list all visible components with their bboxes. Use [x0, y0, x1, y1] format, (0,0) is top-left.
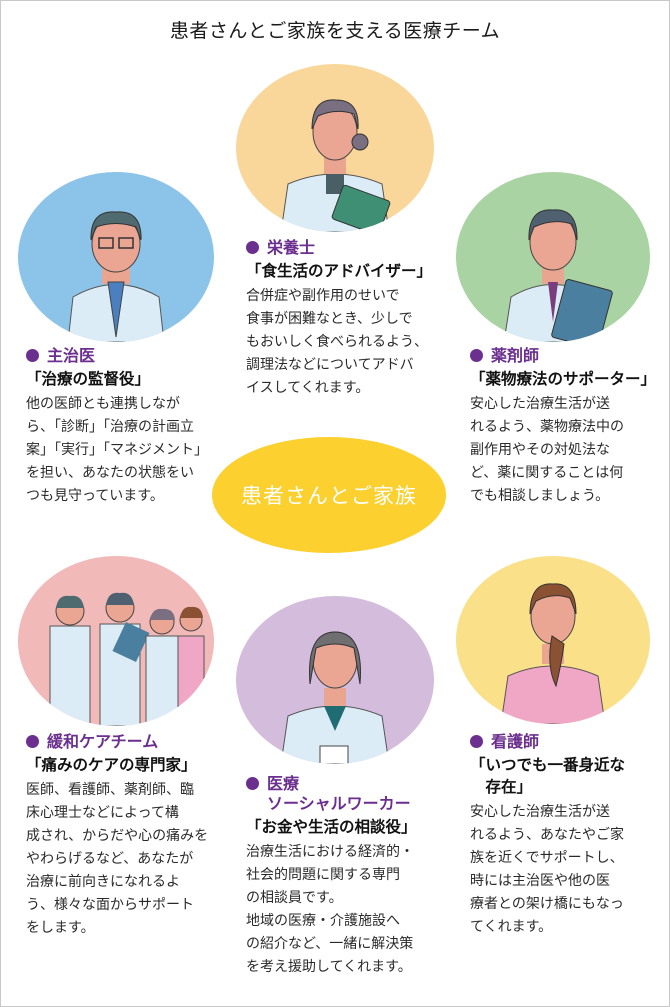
bullet-icon: [246, 777, 259, 790]
role-tagline: 「食生活のアドバイザー」: [246, 262, 433, 280]
role-tagline: 「いつでも一番身近な 存在」: [470, 756, 626, 796]
role-description: 他の医師とも連携しなが ら、「診断」「治療の計画立 案」「実行」「マネジメント」…: [26, 396, 208, 504]
bullet-icon: [470, 349, 483, 362]
role-label: 看護師: [470, 732, 666, 752]
role-description: 医師、看護師、薬剤師、臨 床心理士などによって構 成され、からだや心の痛みを や…: [26, 782, 209, 936]
dietitian-portrait: [236, 64, 434, 232]
social-worker-portrait: [236, 596, 434, 764]
role-tagline: 「お金や生活の相談役」: [246, 818, 417, 836]
page-title: 患者さんとご家族を支える医療チーム: [169, 20, 501, 42]
role-description: 治療生活における経済的・ 社会的問題に関する専門 の相談員です。 地域の医療・介…: [246, 844, 414, 975]
nurse-icon: [500, 583, 606, 724]
bullet-icon: [470, 735, 483, 748]
pharmacist-icon: [503, 209, 613, 342]
care-team-icon: [49, 592, 205, 726]
role-label: 緩和ケアチーム: [26, 732, 226, 752]
care-team-portrait: [18, 556, 214, 726]
role-label: 主治医: [26, 346, 226, 366]
member-card-attending-physician: 主治医 「治療の監督役」 他の医師とも連携しなが ら、「診断」「治療の計画立 案…: [26, 346, 226, 508]
social-worker-icon: [280, 631, 390, 764]
role-tagline: 「痛みのケアの専門家」: [26, 756, 197, 774]
role-label: 栄養士: [246, 238, 446, 258]
role-tagline: 「薬物療法のサポーター」: [470, 370, 657, 388]
role-description: 安心した治療生活が送 れるよう、薬物療法中の 副作用やその対処法な ど、薬に関す…: [470, 396, 624, 504]
doctor-portrait: [18, 172, 214, 342]
member-card-palliative-care-team: 緩和ケアチーム 「痛みのケアの専門家」 医師、看護師、薬剤師、臨 床心理士などに…: [26, 732, 226, 940]
member-card-nurse: 看護師 「いつでも一番身近な 存在」 安心した治療生活が送 れるよう、あなたやご…: [470, 732, 666, 939]
role-label: 薬剤師: [470, 346, 666, 366]
bullet-icon: [26, 735, 39, 748]
pharmacist-portrait: [456, 172, 650, 342]
member-card-pharmacist: 薬剤師 「薬物療法のサポーター」 安心した治療生活が送 れるよう、薬物療法中の …: [470, 346, 666, 508]
bullet-icon: [26, 349, 39, 362]
role-tagline: 「治療の監督役」: [26, 370, 151, 388]
nurse-portrait: [456, 556, 650, 724]
patient-family-center: 患者さんとご家族: [212, 437, 446, 553]
role-description: 合併症や副作用のせいで 食事が困難なとき、少しで もおいしく食べられるよう、 調…: [246, 288, 428, 396]
role-label: 医療ソーシャルワーカー: [246, 774, 446, 814]
member-card-dietitian: 栄養士 「食生活のアドバイザー」 合併症や副作用のせいで 食事が困難なとき、少し…: [246, 238, 446, 400]
role-description: 安心した治療生活が送 れるよう、あなたやご家 族を近くでサポートし、 時には主治…: [470, 804, 624, 935]
doctor-glasses-icon: [67, 211, 165, 342]
bullet-icon: [246, 241, 259, 254]
dietitian-icon: [280, 99, 391, 232]
member-card-social-worker: 医療ソーシャルワーカー 「お金や生活の相談役」 治療生活における経済的・ 社会的…: [246, 774, 446, 979]
